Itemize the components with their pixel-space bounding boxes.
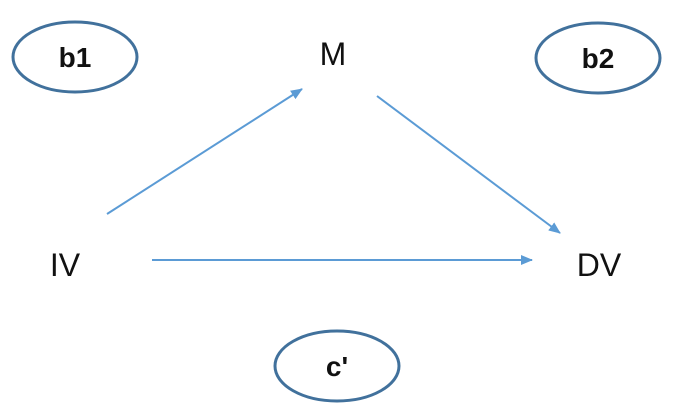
oval-label-b1: b1 [59, 42, 92, 73]
oval-c-prime: c' [273, 329, 401, 403]
oval-b1: b1 [11, 20, 139, 94]
oval-label-b2: b2 [582, 43, 615, 74]
oval-label-c-prime: c' [326, 351, 348, 382]
node-iv: IV [50, 247, 81, 283]
node-m: M [320, 36, 347, 72]
node-dv: DV [577, 247, 622, 283]
oval-b2: b2 [534, 21, 662, 95]
arrow-m-to-dv [376, 95, 561, 234]
arrow-iv-to-m [106, 88, 303, 215]
